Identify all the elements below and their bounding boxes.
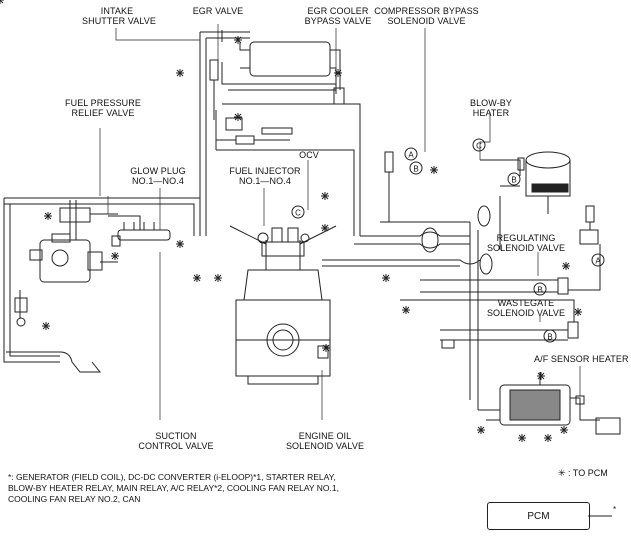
- connector-marker-a-top: [404, 147, 418, 161]
- marker-a-text-2: A: [595, 257, 601, 266]
- egr-valve-body: [216, 117, 293, 145]
- asterisk-pcm-marker-icon: [0, 0, 4, 4]
- fuel-tank-lines: [3, 197, 201, 373]
- connector-marker-a-right: [591, 253, 605, 267]
- engine-block: [229, 225, 337, 385]
- pcm-box: PCM: [487, 502, 590, 530]
- pcm-asterisk-mark: *: [613, 505, 617, 514]
- compressor-bypass-valve: [384, 151, 394, 222]
- marker-c-text-1: C: [476, 142, 482, 151]
- turbocharger: [322, 185, 520, 410]
- marker-b-text-4: B: [547, 333, 552, 342]
- connector-marker-b-wastegate: [543, 329, 557, 343]
- exhaust-aftertreatment: [478, 372, 621, 435]
- egr-cooler-bypass: [333, 87, 345, 105]
- marker-a-text-1: A: [408, 151, 414, 160]
- marker-b-text-3: B: [537, 286, 542, 295]
- connector-marker-b-heater: [507, 172, 521, 186]
- wastegate-valve: [400, 299, 579, 349]
- connector-marker-b-top: [409, 161, 423, 175]
- pcm-connector-line: [588, 515, 612, 517]
- connector-marker-c-blowby: [472, 138, 486, 152]
- marker-b-text-1: B: [413, 165, 418, 174]
- footnote-line-3: COOLING FAN RELAY NO.2, CAN: [8, 494, 141, 504]
- intake-ducting: [199, 30, 361, 236]
- legend-to-pcm: ✳ : TO PCM: [558, 468, 608, 478]
- marker-b-text-2: B: [511, 176, 516, 185]
- leader-lines: [99, 24, 581, 420]
- footnote-line-2: BLOW-BY HEATER RELAY, MAIN RELAY, A/C RE…: [8, 483, 339, 493]
- connector-marker-b-regulating: [533, 282, 547, 296]
- footnote-line-1: *: GENERATOR (FIELD COIL), DC-DC CONVERT…: [8, 472, 336, 482]
- common-rail: [108, 215, 171, 247]
- connector-marker-c-engine: [291, 205, 305, 219]
- pcm-label: PCM: [527, 510, 550, 522]
- label-ocv: OCV: [299, 150, 319, 160]
- fuel-pump-assembly: [14, 207, 118, 327]
- footnote: *: GENERATOR (FIELD COIL), DC-DC CONVERT…: [8, 472, 388, 505]
- label-egr-valve: EGR VALVE: [192, 6, 244, 16]
- label-af-sensor-heater: A/F SENSOR HEATER: [534, 354, 629, 364]
- marker-c-text-2: C: [295, 209, 301, 218]
- blow-by-heater-unit: [480, 151, 571, 214]
